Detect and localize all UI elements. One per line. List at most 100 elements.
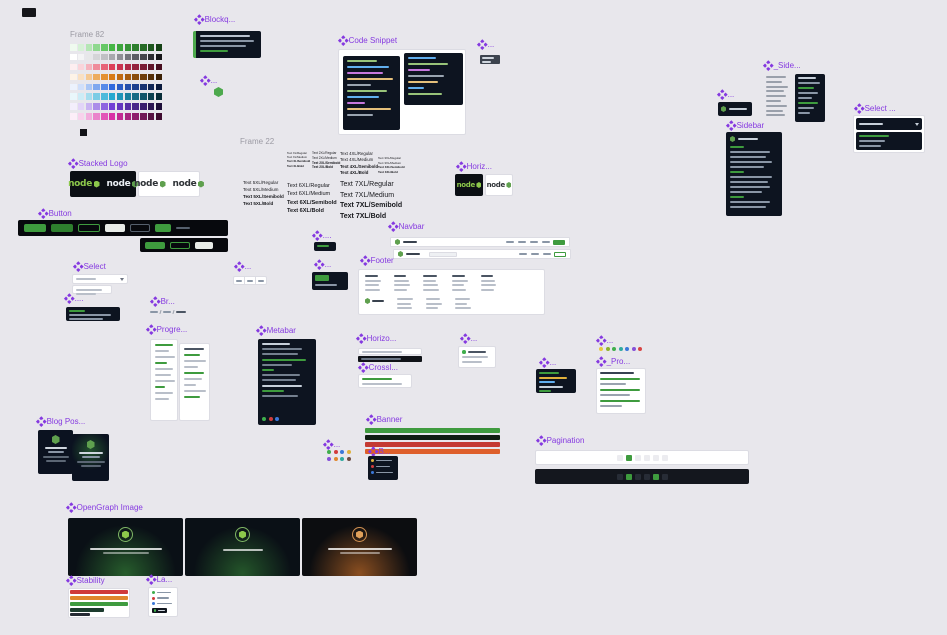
select-dark-field[interactable] xyxy=(856,118,922,130)
black-swatch[interactable] xyxy=(80,129,87,136)
color-swatch[interactable] xyxy=(93,73,100,81)
color-swatch[interactable] xyxy=(155,93,163,100)
color-swatch[interactable] xyxy=(77,53,85,61)
color-swatch[interactable] xyxy=(70,113,77,120)
stability-badge[interactable] xyxy=(70,602,128,606)
component-label-badge[interactable]: B... xyxy=(370,447,391,456)
button-outline[interactable] xyxy=(78,224,100,232)
select-dark-frame[interactable] xyxy=(853,115,925,153)
icon-dot[interactable] xyxy=(625,347,629,351)
page-button[interactable] xyxy=(661,473,668,480)
nav-chip[interactable] xyxy=(314,242,336,251)
color-swatch[interactable] xyxy=(93,83,100,91)
color-swatch[interactable] xyxy=(77,63,85,71)
icon-dots-row[interactable] xyxy=(599,347,642,351)
page-button[interactable] xyxy=(634,473,641,480)
color-swatch[interactable] xyxy=(108,83,116,91)
progress-card-2[interactable] xyxy=(179,343,210,421)
label-chip[interactable] xyxy=(152,607,167,613)
color-swatch[interactable] xyxy=(70,103,77,110)
color-swatch[interactable] xyxy=(77,93,85,100)
color-swatch[interactable] xyxy=(124,44,132,51)
color-swatch[interactable] xyxy=(85,44,93,51)
blog-post-card-1[interactable] xyxy=(38,430,73,474)
page-button[interactable] xyxy=(652,454,659,461)
nav-link-placeholder[interactable] xyxy=(542,241,550,243)
sidebar-header-chip[interactable] xyxy=(718,102,752,116)
component-label-select-dark[interactable]: Select ... xyxy=(856,104,896,113)
color-swatch[interactable] xyxy=(155,63,163,71)
color-swatch[interactable] xyxy=(70,53,77,61)
color-swatch[interactable] xyxy=(132,53,139,61)
navbar-light-2[interactable] xyxy=(393,249,571,259)
color-swatch[interactable] xyxy=(124,53,132,61)
segment[interactable] xyxy=(245,277,256,284)
icon-dot[interactable] xyxy=(327,457,331,461)
select-dark-options[interactable] xyxy=(856,132,922,150)
color-swatch[interactable] xyxy=(93,103,100,110)
color-swatch[interactable] xyxy=(132,63,139,71)
color-swatch[interactable] xyxy=(101,53,108,61)
color-swatch[interactable] xyxy=(132,93,139,100)
nav-link-placeholder[interactable] xyxy=(543,253,551,255)
color-swatch[interactable] xyxy=(70,63,77,71)
icon-dot[interactable] xyxy=(346,450,351,454)
og-image-card-3[interactable] xyxy=(302,518,417,576)
color-swatch[interactable] xyxy=(147,44,155,51)
breadcrumb[interactable] xyxy=(150,309,186,315)
icon-dot[interactable] xyxy=(612,347,616,351)
icon-dot[interactable] xyxy=(333,450,338,454)
color-swatch[interactable] xyxy=(116,93,124,100)
color-swatch[interactable] xyxy=(124,73,132,81)
component-label-labels-card[interactable]: La... xyxy=(148,575,173,584)
color-swatch[interactable] xyxy=(147,83,155,91)
component-label-info-card[interactable]: ... xyxy=(462,334,478,343)
color-swatch[interactable] xyxy=(132,73,139,81)
component-label-banner[interactable]: Banner xyxy=(368,415,403,424)
color-swatch[interactable] xyxy=(85,103,93,110)
component-label-profile[interactable]: _Pro... xyxy=(598,357,631,366)
stability-badge-dark[interactable] xyxy=(70,608,104,612)
segment[interactable] xyxy=(256,277,266,284)
button-primary[interactable] xyxy=(24,224,46,232)
nav-link-placeholder[interactable] xyxy=(531,253,539,255)
color-swatch[interactable] xyxy=(116,44,124,51)
component-label-blockquote[interactable]: Blockq... xyxy=(196,15,236,24)
color-swatch[interactable] xyxy=(124,63,132,71)
color-swatch[interactable] xyxy=(77,113,85,120)
icon-cluster-row-2[interactable] xyxy=(327,457,351,461)
button-sheet-dark-small[interactable] xyxy=(140,238,228,252)
color-swatch[interactable] xyxy=(85,53,93,61)
frame-label-frame82[interactable]: Frame 82 xyxy=(70,30,105,39)
stacked-logo-light-card[interactable]: node node xyxy=(134,171,204,197)
nav-link-placeholder[interactable] xyxy=(530,241,538,243)
nav-cta-button[interactable] xyxy=(553,239,565,245)
horizontal-logo-dark-card[interactable]: node xyxy=(455,174,483,196)
button-card-dark[interactable] xyxy=(312,272,348,290)
color-swatch[interactable] xyxy=(147,73,155,81)
component-label-progress[interactable]: Progre... xyxy=(148,325,188,334)
color-swatch[interactable] xyxy=(85,113,93,120)
color-swatch[interactable] xyxy=(108,63,116,71)
color-swatch[interactable] xyxy=(140,63,147,71)
color-swatch[interactable] xyxy=(140,53,147,61)
segmented-control[interactable] xyxy=(233,276,267,285)
component-label-horizontal-logo[interactable]: Horiz... xyxy=(458,162,492,171)
black-swatch-holder[interactable] xyxy=(80,129,87,136)
nav-cta-button-outline[interactable] xyxy=(554,251,566,257)
code-snippet-frame[interactable] xyxy=(338,49,466,135)
select-light-options[interactable] xyxy=(72,285,112,295)
blockquote-card[interactable] xyxy=(193,31,261,58)
color-swatch[interactable] xyxy=(147,63,155,71)
component-label-icon-dots[interactable]: ... xyxy=(598,336,614,345)
color-swatch[interactable] xyxy=(155,53,163,61)
color-swatch[interactable] xyxy=(155,83,163,91)
color-swatch[interactable] xyxy=(124,83,132,91)
stability-badge-gray[interactable] xyxy=(70,613,90,616)
navbar-light-1[interactable] xyxy=(390,237,570,247)
page-button[interactable] xyxy=(625,473,632,480)
page-button[interactable] xyxy=(661,454,668,461)
color-swatch[interactable] xyxy=(147,113,155,120)
color-swatch[interactable] xyxy=(155,103,163,110)
color-swatch[interactable] xyxy=(155,113,163,120)
